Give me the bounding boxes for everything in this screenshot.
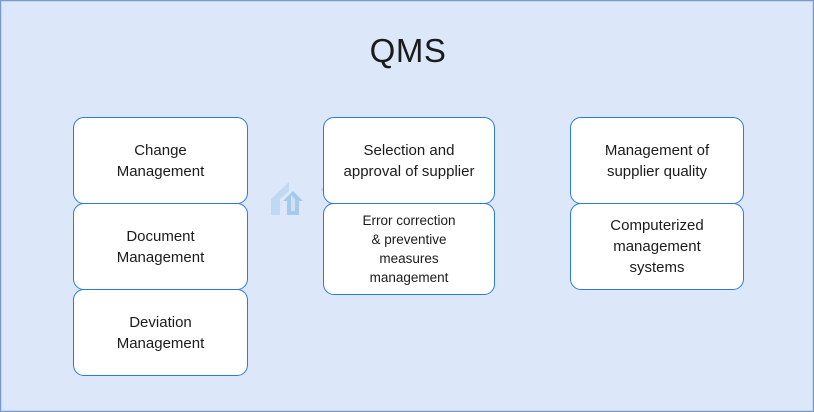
house-arrow-logo-icon: [269, 179, 313, 219]
node-group-column-2: Selection and approval of supplier Error…: [323, 117, 495, 295]
node-document-management[interactable]: Document Management: [73, 203, 248, 290]
page-title: QMS: [369, 32, 447, 69]
node-change-management[interactable]: Change Management: [73, 117, 248, 204]
node-group-column-3: Management of supplier quality Computeri…: [570, 117, 744, 290]
node-computerized-management-systems[interactable]: Computerized management systems: [570, 203, 744, 290]
node-group-column-1: Change Management Document Management De…: [73, 117, 248, 376]
node-deviation-management[interactable]: Deviation Management: [73, 289, 248, 376]
node-selection-and-approval-of-supplier[interactable]: Selection and approval of supplier: [323, 117, 495, 204]
node-management-of-supplier-quality[interactable]: Management of supplier quality: [570, 117, 744, 204]
node-error-correction-preventive-measures-management[interactable]: Error correction & preventive measures m…: [323, 203, 495, 295]
